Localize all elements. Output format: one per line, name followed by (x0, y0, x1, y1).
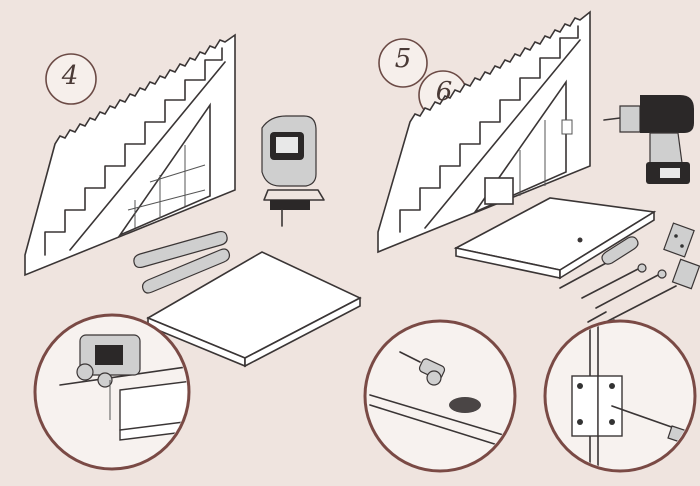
step-5-badge (379, 39, 427, 87)
drill-bit-icon (582, 264, 676, 322)
board-panel-right (456, 198, 654, 278)
hinge-icon (664, 223, 700, 289)
hinge-detail (545, 320, 700, 480)
screw-detail (365, 321, 520, 471)
cordless-drill-icon (604, 95, 694, 184)
step-4-badge (46, 54, 96, 104)
jigsaw-icon (262, 116, 324, 226)
